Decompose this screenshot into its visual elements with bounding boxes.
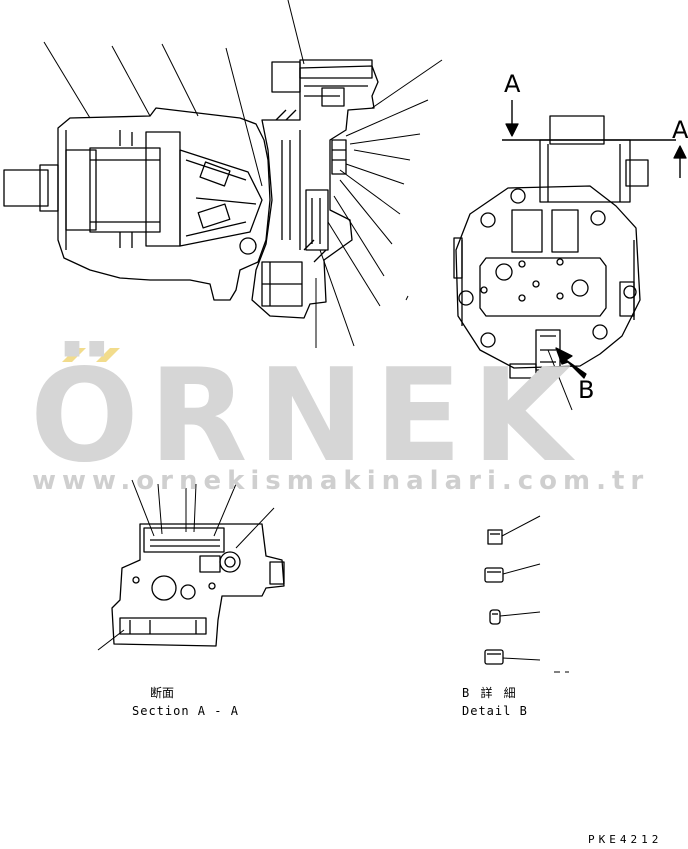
- section-caption-jp: 断面: [150, 686, 175, 700]
- section-a-a-view: [97, 479, 285, 651]
- detail-b-parts: [484, 515, 569, 673]
- section-mark-right: A: [672, 116, 688, 144]
- detail-caption-jp: B 詳 細: [462, 686, 518, 700]
- watermark-url: www.ornekismakinalari.com.tr: [32, 466, 650, 496]
- watermark-accent-icon: [62, 348, 120, 362]
- pump-cross-section: [3, 59, 379, 319]
- part-code: PKE4212: [588, 833, 663, 846]
- section-mark-left: A: [504, 70, 521, 98]
- detail-mark-b: B: [578, 376, 595, 404]
- section-caption-en: Section A - A: [132, 704, 239, 718]
- detail-caption-en: Detail B: [462, 704, 528, 718]
- pump-end-view: [453, 100, 687, 411]
- watermark-brand: ÖRNEK: [30, 342, 582, 491]
- leader-lines-left: [43, 0, 443, 348]
